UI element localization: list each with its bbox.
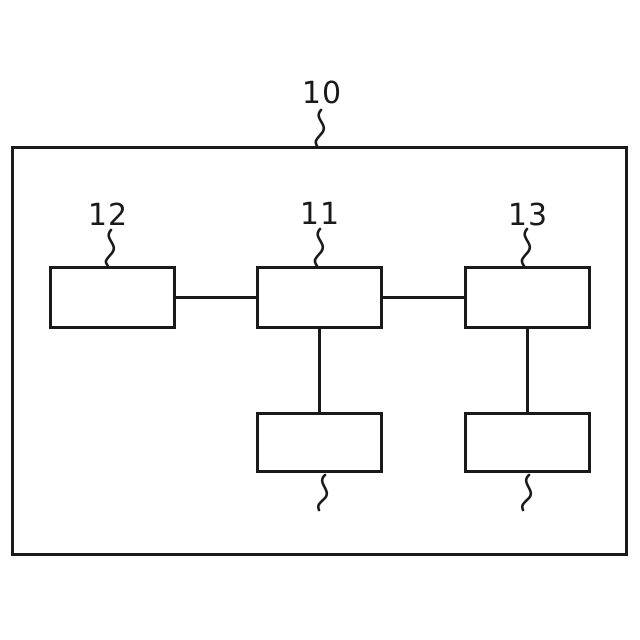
reference-numeral-10: 10 [301, 76, 343, 111]
connector-12-11 [175, 296, 257, 299]
box-13 [464, 266, 591, 329]
leader-squiggle-10 [314, 108, 325, 149]
connector-11-15 [318, 328, 321, 414]
box-11 [256, 266, 383, 329]
reference-numeral-12: 12 [87, 198, 129, 233]
connector-11-13 [382, 296, 465, 299]
connector-13-14 [526, 328, 529, 414]
reference-numeral-13: 13 [507, 198, 549, 233]
box-12 [49, 266, 176, 329]
box-15 [256, 412, 383, 473]
box-14 [464, 412, 591, 473]
reference-numeral-11: 11 [299, 197, 341, 232]
